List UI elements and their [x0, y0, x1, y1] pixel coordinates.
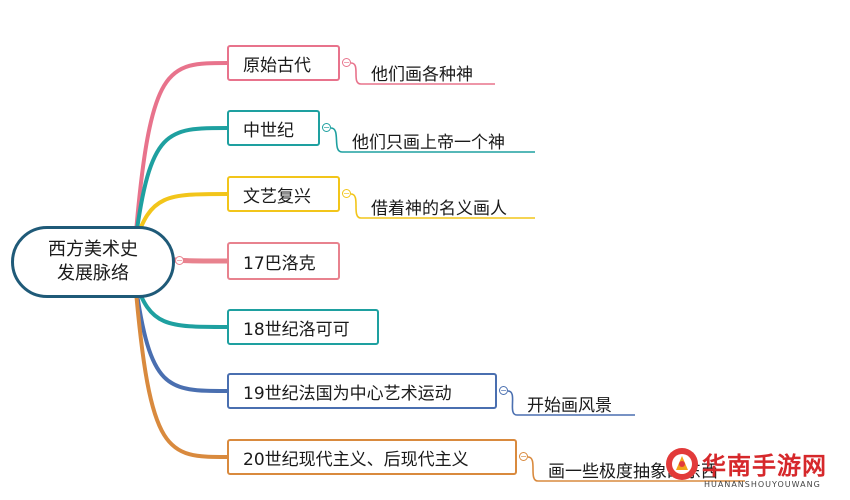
connector-7 — [133, 278, 229, 459]
leaf-node-3[interactable]: 借着神的名义画人 — [371, 199, 507, 219]
root-title-line2: 发展脉络 — [57, 263, 129, 284]
branch-node-6[interactable]: 19世纪法国为中心艺术运动 — [227, 373, 497, 409]
collapse-toggle-icon[interactable]: − — [322, 122, 331, 132]
leaf-connector-1 — [350, 62, 495, 85]
watermark-title: 华南手游网 — [702, 452, 827, 480]
branch-node-3[interactable]: 文艺复兴 — [227, 176, 340, 212]
watermark-subtitle: HUANANSHOUYOUWANG — [704, 480, 821, 489]
branch-label: 18世纪洛可可 — [243, 319, 350, 340]
leaf-connector-6 — [507, 390, 635, 416]
branch-label: 17巴洛克 — [243, 253, 316, 274]
branch-label: 原始古代 — [243, 55, 311, 76]
collapse-toggle-icon[interactable]: − — [519, 451, 528, 461]
branch-label: 19世纪法国为中心艺术运动 — [243, 383, 452, 404]
leaf-connector-2 — [330, 127, 535, 153]
watermark-logo-icon — [666, 448, 698, 480]
leaf-node-1[interactable]: 他们画各种神 — [371, 65, 473, 85]
branch-node-5[interactable]: 18世纪洛可可 — [227, 309, 379, 345]
connector-6 — [133, 278, 229, 393]
branch-node-4[interactable]: 17巴洛克 — [227, 242, 340, 280]
leaf-connector-7 — [527, 456, 745, 482]
collapse-toggle-icon[interactable]: − — [342, 57, 351, 67]
root-title-line1: 西方美术史 — [48, 239, 138, 260]
branch-node-2[interactable]: 中世纪 — [227, 110, 320, 146]
branch-label: 文艺复兴 — [243, 186, 311, 207]
collapse-toggle-icon[interactable]: − — [175, 255, 184, 265]
branch-label: 20世纪现代主义、后现代主义 — [243, 449, 469, 470]
branch-node-7[interactable]: 20世纪现代主义、后现代主义 — [227, 439, 517, 475]
root-node[interactable]: 西方美术史 发展脉络 — [11, 226, 175, 298]
branch-node-1[interactable]: 原始古代 — [227, 45, 340, 81]
connector-1 — [133, 61, 229, 246]
leaf-connector-3 — [350, 193, 535, 219]
watermark: 华南手游网 HUANANSHOUYOUWANG — [664, 440, 844, 500]
collapse-toggle-icon[interactable]: − — [499, 385, 508, 395]
branch-label: 中世纪 — [243, 120, 294, 141]
collapse-toggle-icon[interactable]: − — [342, 188, 351, 198]
leaf-node-6[interactable]: 开始画风景 — [527, 396, 612, 416]
leaf-node-2[interactable]: 他们只画上帝一个神 — [352, 133, 505, 153]
connector-2 — [133, 126, 229, 246]
